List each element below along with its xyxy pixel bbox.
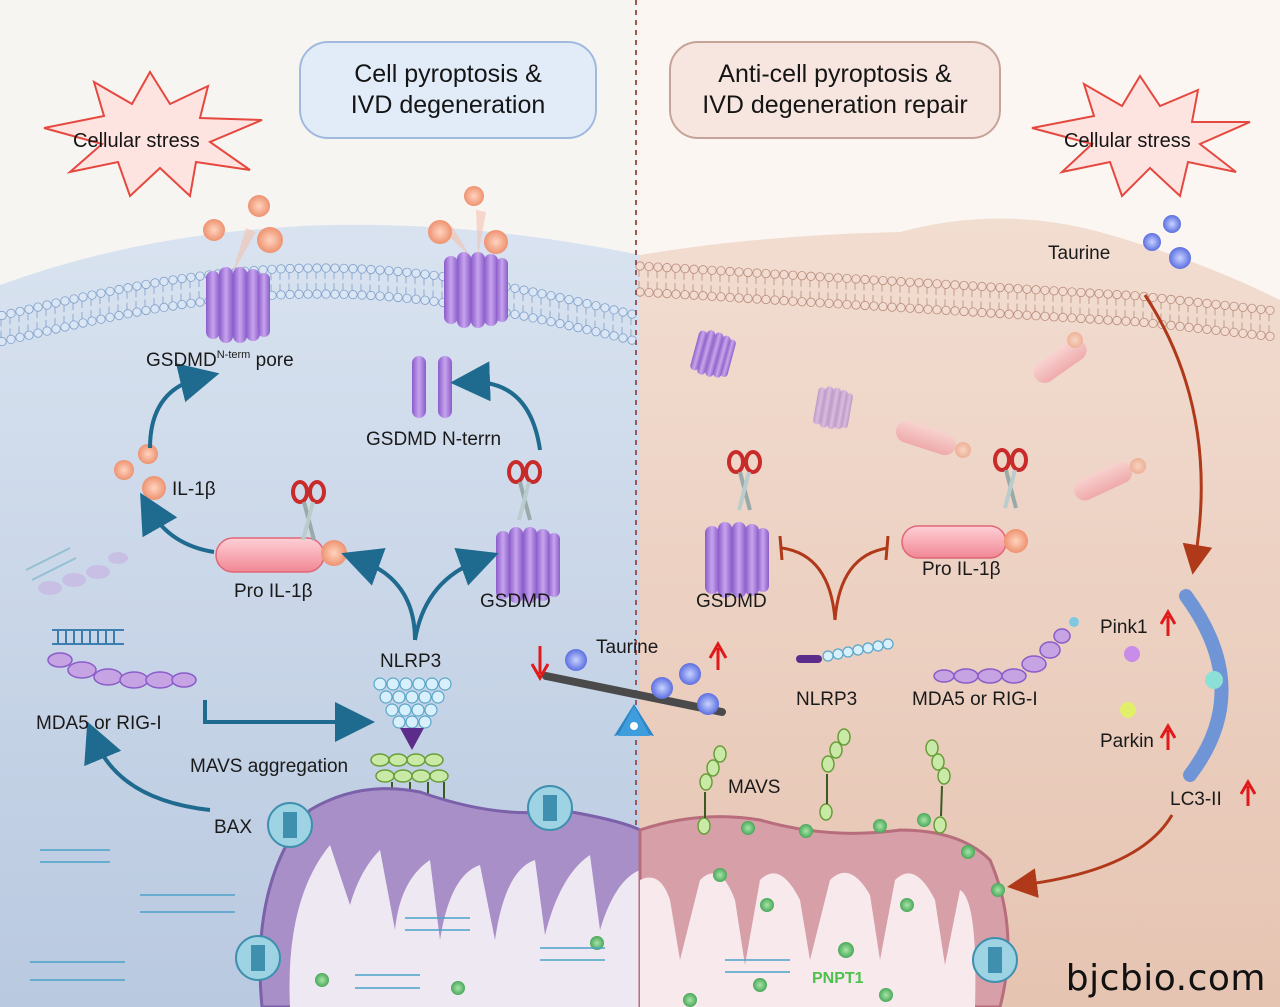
watermark: bjcbio.com — [1065, 958, 1266, 999]
right-title-box — [669, 41, 1001, 139]
gsdmd-nterm-label: GSDMD N-terrn — [366, 429, 502, 450]
parkin-label: Parkin — [1100, 731, 1154, 752]
left-pore-2 — [444, 252, 508, 328]
right-nlrp3-label: NLRP3 — [796, 689, 858, 710]
right-title-line1: Anti-cell pyroptosis & — [718, 59, 952, 88]
left-nlrp3-label: NLRP3 — [380, 651, 442, 672]
pore-label-sup: N-term — [216, 349, 251, 361]
pnpt1-label: PNPT1 — [812, 970, 864, 987]
left-mda5-chain — [47, 652, 197, 689]
right-stress-burst — [1031, 74, 1251, 198]
left-stress-burst — [43, 70, 263, 198]
right-taurine-label: Taurine — [1048, 243, 1111, 264]
left-stress-label: Cellular stress — [73, 130, 200, 152]
right-mavs-label: MAVS — [728, 777, 781, 798]
left-gsdmd-label: GSDMD — [480, 591, 551, 612]
right-title-line2: IVD degeneration repair — [702, 91, 968, 119]
center-taurine-label: Taurine — [596, 637, 659, 658]
pore-label-suffix: pore — [250, 350, 294, 371]
right-pro-il1b-label: Pro IL-1β — [922, 559, 1001, 580]
right-membrane — [635, 261, 1275, 341]
left-pro-il1b-label: Pro IL-1β — [234, 581, 313, 602]
mavs-aggregation-label: MAVS aggregation — [190, 756, 349, 777]
lc3-label: LC3-II — [1170, 789, 1222, 810]
pore-label-main: GSDMD — [146, 350, 217, 371]
left-title-line1: Cell pyroptosis & — [354, 59, 542, 88]
left-mda5-label: MDA5 or RIG-I — [36, 713, 162, 734]
right-stress-label: Cellular stress — [1064, 130, 1191, 152]
right-gsdmd-label: GSDMD — [696, 591, 767, 612]
right-mda5-label: MDA5 or RIG-I — [912, 689, 1038, 710]
nlrp3-oligomer — [373, 677, 452, 729]
right-title: Anti-cell pyroptosis & IVD degeneration … — [670, 42, 1000, 138]
balance-seesaw — [542, 672, 726, 736]
left-pore-1 — [206, 267, 270, 343]
bax-label: BAX — [214, 817, 253, 838]
left-title-line2: IVD degeneration — [350, 91, 546, 119]
il1b-label: IL-1β — [172, 479, 216, 500]
left-title-box — [299, 41, 597, 139]
pink1-label: Pink1 — [1100, 617, 1148, 638]
phagophore — [1179, 589, 1229, 782]
left-title: Cell pyroptosis & IVD degeneration — [300, 42, 596, 138]
pore-label: GSDMDN-term pore — [146, 349, 294, 371]
